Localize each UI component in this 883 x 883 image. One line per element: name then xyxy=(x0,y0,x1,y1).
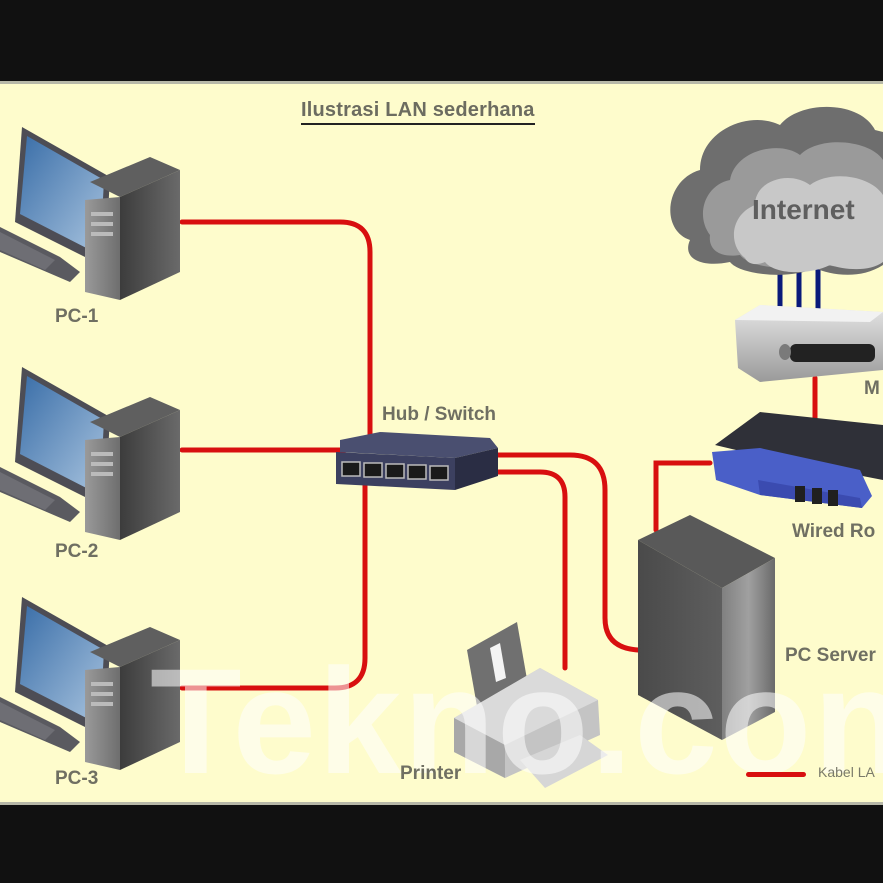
legend-lan-cable-label: Kabel LA xyxy=(818,764,875,780)
router-icon xyxy=(712,412,883,508)
pc-3-label: PC-3 xyxy=(55,768,99,789)
printer-icon xyxy=(454,622,608,788)
pc-2-label: PC-2 xyxy=(55,541,99,562)
cable-pc1-hub xyxy=(179,219,373,443)
pc-1-label: PC-1 xyxy=(55,306,99,327)
cloud-icon xyxy=(670,106,883,275)
cable-hub-server xyxy=(495,452,641,653)
cable-router-server xyxy=(653,460,713,533)
cable-pc3-hub xyxy=(179,477,368,691)
hub-switch-icon xyxy=(336,432,498,490)
diagram-title: Ilustrasi LAN sederhana xyxy=(301,99,535,125)
pc-1-icon xyxy=(0,127,180,300)
internet-label: Internet xyxy=(752,194,855,225)
wired-router-label: Wired Ro xyxy=(792,521,876,542)
hub-switch-label: Hub / Switch xyxy=(382,404,496,425)
pc-server-label: PC Server xyxy=(785,645,876,666)
watermark: Tekno.con xyxy=(150,637,883,805)
legend-lan-cable-swatch xyxy=(746,772,806,777)
modem-label: M xyxy=(864,378,880,399)
cable-hub-printer xyxy=(489,469,568,671)
printer-label: Printer xyxy=(400,763,462,784)
server-icon xyxy=(638,515,775,740)
pc-3-icon xyxy=(0,597,180,770)
pc-2-icon xyxy=(0,367,180,540)
modem-icon xyxy=(735,305,883,382)
